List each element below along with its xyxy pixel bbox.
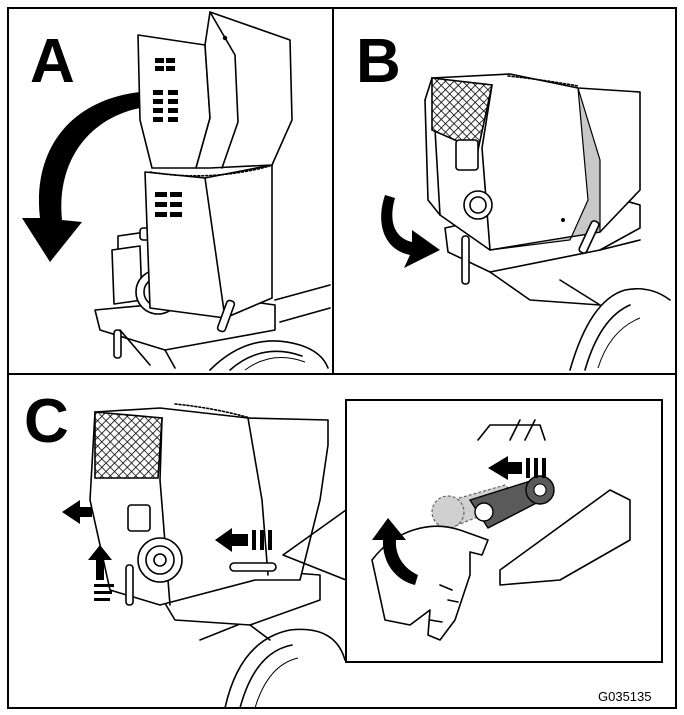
rotate-down-arrow (22, 92, 140, 262)
slide-left-arrow (215, 528, 272, 552)
latch-pin (113, 329, 122, 359)
detail-inset (345, 399, 663, 663)
latch (229, 562, 277, 572)
figure-id: G035135 (598, 689, 652, 704)
panel-a-label: A (30, 27, 75, 96)
engine (455, 139, 493, 220)
latch-pin (461, 235, 470, 285)
latch-pin (125, 564, 134, 606)
rotate-down-arrow (381, 195, 440, 268)
rotate-arrow (372, 518, 418, 585)
panel-a: A (7, 7, 334, 375)
slide-left-arrow (488, 456, 546, 480)
latch (578, 220, 600, 254)
callout-connector (282, 509, 347, 581)
upper-hood (137, 11, 293, 169)
panel-b: B (332, 7, 677, 375)
lower-hopper (144, 164, 273, 319)
panel-b-label: B (356, 27, 401, 96)
panel-c: C (7, 373, 677, 709)
pull-left-arrow (62, 500, 92, 524)
latch (216, 299, 236, 333)
wheel (569, 287, 671, 371)
push-up-arrow (88, 545, 114, 601)
engine (127, 504, 183, 583)
panel-c-label: C (24, 387, 69, 456)
wheel (209, 340, 329, 371)
